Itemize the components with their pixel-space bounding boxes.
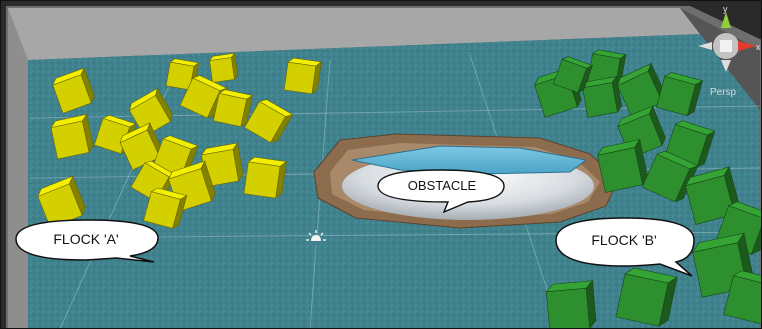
flock-b-cube-5[interactable] [582, 77, 623, 118]
gizmo-cube [720, 40, 732, 52]
left-wall [8, 8, 28, 329]
callout-flock-a-text: FLOCK 'A' [53, 231, 118, 247]
gizmo-y-label: y [723, 4, 728, 14]
flock-a-cube-4[interactable] [284, 57, 321, 94]
projection-label[interactable]: Persp [710, 87, 737, 98]
flock-a-cube-7[interactable] [213, 89, 252, 128]
flock-a-cube-3[interactable] [209, 53, 238, 82]
callout-flock-b-text: FLOCK 'B' [591, 232, 656, 248]
gizmo-x-label: x [756, 42, 761, 52]
flock-a-cube-14[interactable] [244, 156, 286, 198]
flock-b-cube-14[interactable] [616, 266, 677, 327]
callout-obstacle-text: OBSTACLE [408, 178, 477, 193]
flock-a-cube-9[interactable] [50, 114, 95, 159]
flock-b-cube-9[interactable] [596, 140, 649, 193]
flock-b-cube-15[interactable] [546, 281, 597, 329]
